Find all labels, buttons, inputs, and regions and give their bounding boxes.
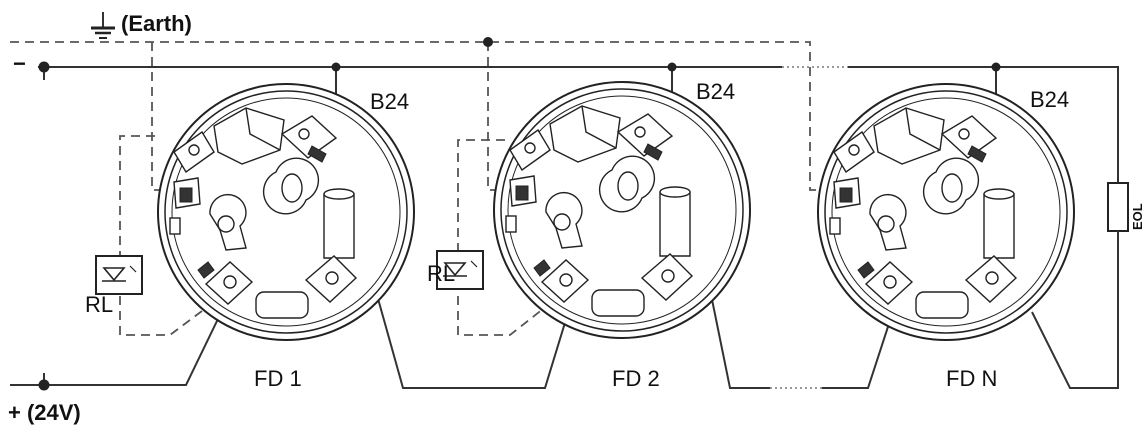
fd2-label: FD 2 <box>612 366 660 391</box>
relay-icon <box>95 255 143 295</box>
negative-terminal-node <box>38 61 50 73</box>
fd1-negative-node <box>331 62 341 72</box>
fd1-relay-label: RL <box>85 292 113 317</box>
earth-label: (Earth) <box>121 11 192 36</box>
fdn-label: FD N <box>946 366 997 391</box>
relay-icon <box>436 250 484 290</box>
negative-terminal-label: − <box>13 51 26 76</box>
detector-fdn <box>817 83 1075 341</box>
earth-junction-node <box>483 37 493 47</box>
fd2-negative-node <box>667 62 677 72</box>
fd2-relay-wiring <box>457 139 549 336</box>
fd1-relay-wiring <box>119 135 211 336</box>
detector-fd2 <box>493 81 751 339</box>
eol-resistor-icon <box>1031 182 1129 389</box>
positive-terminal-node <box>38 379 50 391</box>
fdn-base-label: B24 <box>1030 87 1069 112</box>
fd2-base-label: B24 <box>696 79 735 104</box>
positive-terminal-label: + (24V) <box>8 400 81 425</box>
earth-symbol-icon <box>91 12 115 39</box>
fd1-base-label: B24 <box>370 89 409 114</box>
fd1-label: FD 1 <box>254 366 302 391</box>
detector-fd1 <box>157 83 415 341</box>
fd2-relay-label: RL <box>427 261 455 286</box>
eol-label: EOL <box>1130 203 1145 230</box>
fdn-negative-node <box>991 62 1001 72</box>
